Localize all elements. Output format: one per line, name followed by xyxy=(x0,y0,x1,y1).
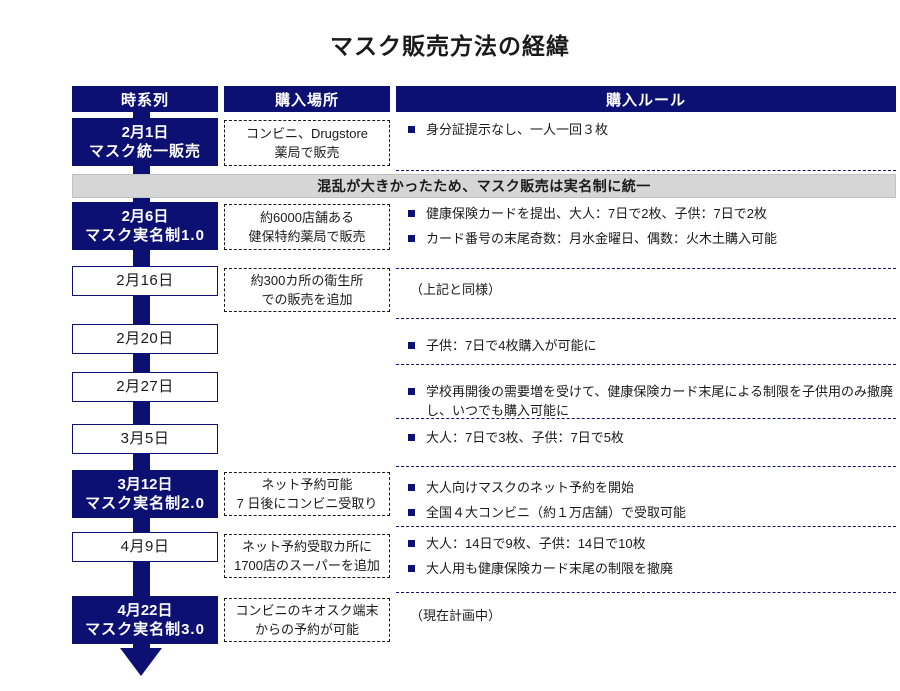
timeline-date-cell: 4月22日マスク実名制3.0 xyxy=(72,596,218,644)
purchase-rules-cell: （現在計画中） xyxy=(396,606,896,625)
rule-bullet-item: 大人用も健康保険カード末尾の制限を撤廃 xyxy=(404,559,896,578)
timeline-date-cell: 4月9日 xyxy=(72,532,218,562)
place-text-line: ネット予約可能 xyxy=(261,477,353,492)
rule-divider xyxy=(396,592,896,593)
purchase-rules-cell: 子供：7日で4枚購入が可能に xyxy=(396,336,896,361)
date-label: 2月20日 xyxy=(116,330,174,347)
purchase-rules-cell: （上記と同様） xyxy=(396,280,896,299)
purchase-place-cell: ネット予約受取カ所に 1700店のスーパーを追加 xyxy=(224,534,390,578)
place-text-line: 健保特約薬局で販売 xyxy=(248,229,366,244)
rule-plain-text: （現在計画中） xyxy=(410,608,502,623)
place-text-line: 約300カ所の衛生所 xyxy=(250,273,364,288)
phase-label: マスク実名制2.0 xyxy=(85,494,205,512)
rule-bullet-item: 大人向けマスクのネット予約を開始 xyxy=(404,478,896,497)
timeline-date-cell: 2月6日マスク実名制1.0 xyxy=(72,202,218,250)
rule-bullet-item: 子供：7日で4枚購入が可能に xyxy=(404,336,896,355)
rule-divider xyxy=(396,418,896,419)
column-header-rules: 購入ルール xyxy=(396,86,896,112)
rule-bullet-item: 全国４大コンビニ（約１万店舗）で受取可能 xyxy=(404,503,896,522)
date-label: 2月6日 xyxy=(121,207,169,225)
rule-bullet-item: 健康保険カードを提出、大人：7日で2枚、子供：7日で2枚 xyxy=(404,204,896,223)
timeline-date-cell: 3月12日マスク実名制2.0 xyxy=(72,470,218,518)
place-text-line: 薬局で販売 xyxy=(274,145,340,160)
rule-bullet-item: 大人：14日で9枚、子供：14日で10枚 xyxy=(404,534,896,553)
rule-divider xyxy=(396,466,896,467)
timeline-date-cell: 2月1日マスク統一販売 xyxy=(72,118,218,166)
timeline-arrow-icon xyxy=(120,648,162,676)
purchase-rules-cell: 大人：7日で3枚、子供：7日で5枚 xyxy=(396,428,896,453)
place-text-line: での販売を追加 xyxy=(261,292,353,307)
purchase-place-cell: 約6000店舗ある健保特約薬局で販売 xyxy=(224,204,390,250)
date-label: 4月9日 xyxy=(120,538,170,555)
date-label: 2月16日 xyxy=(116,272,174,289)
transition-banner: 混乱が大きかったため、マスク販売は実名制に統一 xyxy=(72,174,896,198)
place-text-line: コンビニのキオスク端末 xyxy=(235,603,379,618)
phase-label: マスク実名制1.0 xyxy=(85,226,205,244)
rule-plain-text: （上記と同様） xyxy=(410,282,502,297)
rule-bullet-item: 学校再開後の需要増を受けて、健康保険カード末尾による制限を子供用のみ撤廃し、いつ… xyxy=(404,382,896,420)
place-text-line: コンビニ、Drugstore xyxy=(245,126,369,141)
rule-divider xyxy=(396,170,896,171)
rule-divider xyxy=(396,268,896,269)
timeline-date-cell: 2月27日 xyxy=(72,372,218,402)
place-text-line: からの予約が可能 xyxy=(254,622,359,637)
purchase-rules-cell: 大人向けマスクのネット予約を開始全国４大コンビニ（約１万店舗）で受取可能 xyxy=(396,478,896,528)
timeline-date-cell: 2月16日 xyxy=(72,266,218,296)
purchase-place-cell: コンビニのキオスク端末からの予約が可能 xyxy=(224,598,390,642)
place-text-line: ネット予約受取カ所に xyxy=(241,539,372,554)
purchase-rules-cell: 学校再開後の需要増を受けて、健康保険カード末尾による制限を子供用のみ撤廃し、いつ… xyxy=(396,382,896,426)
timeline-date-cell: 3月5日 xyxy=(72,424,218,454)
purchase-place-cell: 約300カ所の衛生所での販売を追加 xyxy=(224,268,390,312)
column-header-place: 購入場所 xyxy=(224,86,390,112)
place-text-line: 1700店のスーパーを追加 xyxy=(234,558,380,573)
purchase-rules-cell: 大人：14日で9枚、子供：14日で10枚大人用も健康保険カード末尾の制限を撤廃 xyxy=(396,534,896,584)
rule-bullet-item: 大人：7日で3枚、子供：7日で5枚 xyxy=(404,428,896,447)
date-label: 4月22日 xyxy=(117,601,173,619)
date-label: 2月27日 xyxy=(116,378,174,395)
purchase-rules-cell: 健康保険カードを提出、大人：7日で2枚、子供：7日で2枚カード番号の末尾奇数：月… xyxy=(396,204,896,254)
rule-divider xyxy=(396,318,896,319)
date-label: 2月1日 xyxy=(121,123,169,141)
date-label: 3月12日 xyxy=(117,475,173,493)
timeline-date-cell: 2月20日 xyxy=(72,324,218,354)
phase-label: マスク実名制3.0 xyxy=(85,620,205,638)
page-title: マスク販売方法の経緯 xyxy=(330,33,570,59)
purchase-place-cell: コンビニ、Drugstore 薬局で販売 xyxy=(224,120,390,166)
date-label: 3月5日 xyxy=(120,430,170,447)
place-text-line: 約6000店舗ある xyxy=(260,210,354,225)
rule-bullet-item: 身分証提示なし、一人一回３枚 xyxy=(404,120,896,139)
rule-divider xyxy=(396,364,896,365)
phase-label: マスク統一販売 xyxy=(88,142,201,160)
rule-divider xyxy=(396,526,896,527)
place-text-line: 7 日後にコンビニ受取り xyxy=(236,496,378,511)
column-header-timeline: 時系列 xyxy=(72,86,218,112)
purchase-rules-cell: 身分証提示なし、一人一回３枚 xyxy=(396,120,896,145)
rule-bullet-item: カード番号の末尾奇数：月水金曜日、偶数：火木土購入可能 xyxy=(404,229,896,248)
purchase-place-cell: ネット予約可能 7 日後にコンビニ受取り xyxy=(224,472,390,516)
